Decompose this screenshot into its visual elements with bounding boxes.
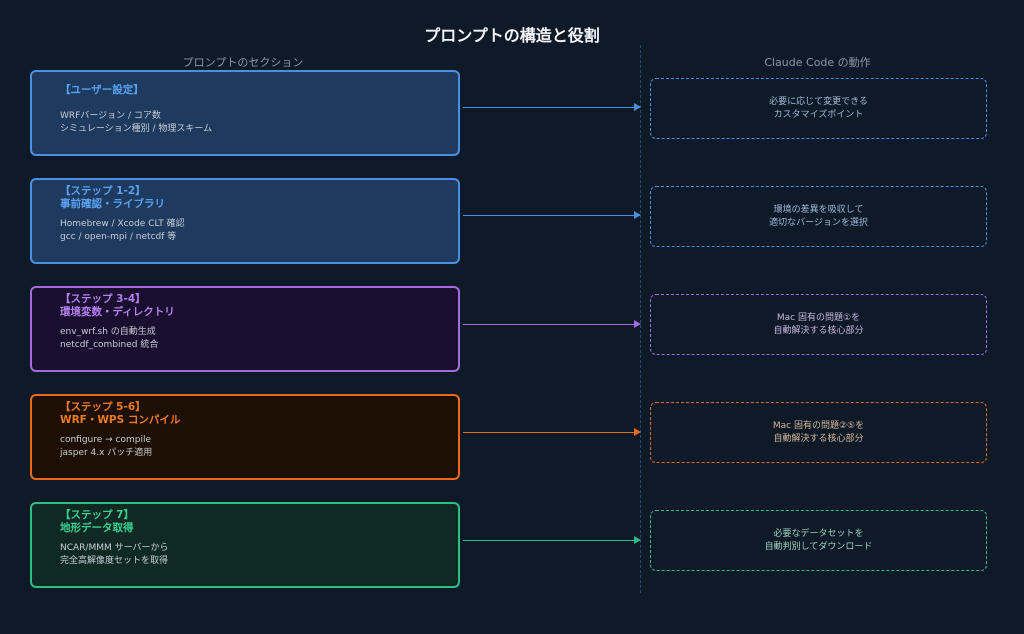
- section-desc: configure → compile: [60, 435, 152, 445]
- column-divider: [640, 45, 641, 593]
- section-title: 【ステップ 7】: [60, 509, 134, 521]
- section-subtitle: 環境変数・ディレクトリ: [60, 306, 175, 318]
- section-title: 【ステップ 3-4】: [60, 293, 146, 305]
- section-desc: 完全高解像度セットを取得: [60, 555, 169, 566]
- action-text: 自動解決する核心部分: [773, 325, 864, 336]
- action-text: 必要に応じて変更できる: [769, 97, 868, 107]
- section-desc: WRFバージョン / コア数: [60, 111, 161, 121]
- section-box-step-7: 【ステップ 7】地形データ取得 NCAR/MMM サーバーから完全高解像度セット…: [30, 502, 460, 588]
- action-box: 必要なデータセットを自動判別してダウンロード: [650, 510, 987, 571]
- action-text: Mac 固有の問題①を: [776, 313, 861, 323]
- section-desc: netcdf_combined 統合: [60, 339, 159, 350]
- action-text: 適切なバージョンを選択: [769, 217, 868, 228]
- arrow-icon: [463, 320, 641, 328]
- section-title: 【ステップ 5-6】: [60, 401, 146, 413]
- section-desc: env_wrf.sh の自動生成: [60, 327, 156, 337]
- right-column-header: Claude Code の動作: [764, 56, 871, 69]
- action-text: 必要なデータセットを: [773, 529, 864, 539]
- action-text: 自動判別してダウンロード: [764, 541, 873, 552]
- section-subtitle: 事前確認・ライブラリ: [60, 198, 165, 210]
- section-desc: jasper 4.x パッチ適用: [60, 447, 153, 458]
- arrow-icon: [463, 428, 641, 436]
- section-desc: シミュレーション種別 / 物理スキーム: [60, 123, 213, 134]
- action-text: Mac 固有の問題②⑤を: [772, 421, 865, 431]
- section-box-step-3-4: 【ステップ 3-4】環境変数・ディレクトリ env_wrf.sh の自動生成 ne…: [30, 286, 460, 372]
- arrow-icon: [463, 211, 641, 219]
- section-desc: NCAR/MMM サーバーから: [60, 543, 169, 553]
- action-box: 必要に応じて変更できるカスタマイズポイント: [650, 78, 987, 139]
- section-box-step-5-6: 【ステップ 5-6】WRF・WPS コンパイル configure → comp…: [30, 394, 460, 480]
- section-box-step-1-2: 【ステップ 1-2】事前確認・ライブラリ Homebrew / Xcode CL…: [30, 178, 460, 264]
- section-subtitle: 地形データ取得: [60, 522, 134, 534]
- section-desc: gcc / open-mpi / netcdf 等: [60, 231, 177, 242]
- action-text: 環境の差異を吸収して: [773, 205, 864, 215]
- action-box: 環境の差異を吸収して適切なバージョンを選択: [650, 186, 987, 247]
- diagram-title: プロンプトの構造と役割: [424, 26, 600, 45]
- section-title: 【ステップ 1-2】: [60, 185, 146, 197]
- section-box-user-settings: 【ユーザー設定】 WRFバージョン / コア数シミュレーション種別 / 物理スキ…: [30, 70, 460, 156]
- action-box: Mac 固有の問題①を自動解決する核心部分: [650, 294, 987, 355]
- section-subtitle: WRF・WPS コンパイル: [60, 414, 181, 426]
- action-box: Mac 固有の問題②⑤を自動解決する核心部分: [650, 402, 987, 463]
- action-text: カスタマイズポイント: [773, 109, 864, 120]
- section-title: 【ユーザー設定】: [60, 84, 144, 96]
- left-column-header: プロンプトのセクション: [182, 56, 304, 69]
- arrow-icon: [463, 103, 641, 111]
- section-desc: Homebrew / Xcode CLT 確認: [60, 219, 185, 229]
- arrow-icon: [463, 536, 641, 544]
- action-text: 自動解決する核心部分: [773, 433, 864, 444]
